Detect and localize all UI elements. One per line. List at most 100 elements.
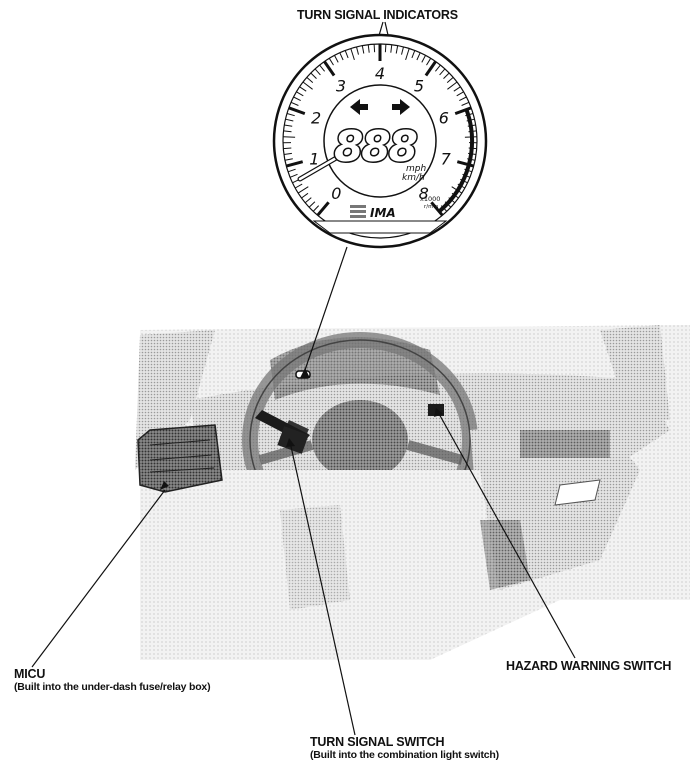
gauge-scale-number: 6 xyxy=(439,109,449,128)
arrowhead xyxy=(160,481,169,490)
gauge-tick xyxy=(447,81,458,90)
unit-mph: mph xyxy=(406,164,426,174)
turn-signal-indicators-title: TURN SIGNAL INDICATORS xyxy=(297,8,458,22)
arrowhead xyxy=(434,408,443,417)
gauge-tick xyxy=(454,106,472,116)
gauge-tick xyxy=(390,44,393,53)
gauge-tick xyxy=(421,55,426,63)
left-arrow-icon xyxy=(350,99,368,115)
gauge-tick xyxy=(285,118,294,122)
micu-label: MICU (Built into the under-dash fuse/rel… xyxy=(14,667,211,694)
dashboard-illustration xyxy=(135,325,690,660)
gauge-tick xyxy=(344,50,349,59)
tachometer-gauge: 01 23 4 56 78 888 mph km/h x1000 r/min IMA xyxy=(272,33,488,249)
gauge-scale-number: 2 xyxy=(311,109,321,128)
gauge-tick xyxy=(294,183,303,189)
gauge-tick xyxy=(290,101,299,106)
gauge-tick xyxy=(435,64,441,72)
gauge-scale-number: 1 xyxy=(309,150,319,169)
gauge-tick xyxy=(301,192,309,199)
turn-signal-switch-title: TURN SIGNAL SWITCH xyxy=(310,735,445,749)
gauge-scale-numbers: 01 23 4 56 78 xyxy=(309,64,451,203)
turn-signal-indicators-label: TURN SIGNAL INDICATORS xyxy=(297,8,458,22)
gauge-tick xyxy=(293,96,301,102)
gauge-tick xyxy=(283,136,296,138)
hazard-warning-switch-label: HAZARD WARNING SWITCH xyxy=(506,659,671,673)
gauge-tick xyxy=(323,60,336,77)
gauge-tick xyxy=(334,55,339,63)
gauge-scale-number: 3 xyxy=(336,76,346,95)
unit-kmh: km/h xyxy=(402,173,425,183)
gauge-tick xyxy=(283,147,292,150)
gauge-tick xyxy=(356,46,359,55)
gauge-tick xyxy=(283,152,292,155)
micu-title: MICU xyxy=(14,667,46,681)
gauge-tick xyxy=(350,48,355,61)
gauge-tick xyxy=(373,44,376,53)
gauge-tick xyxy=(289,173,298,178)
gauge-tick xyxy=(411,50,416,59)
gauge-tick xyxy=(459,96,467,102)
gauge-scale-number: 8 xyxy=(419,184,429,203)
digital-display: 888 xyxy=(334,122,416,171)
gauge-tick xyxy=(308,201,316,208)
gauge-redline-band xyxy=(437,108,474,214)
turn-signal-switch-label: TURN SIGNAL SWITCH (Built into the combi… xyxy=(310,735,499,762)
gauge-tick xyxy=(284,124,293,127)
gauge-tick xyxy=(426,58,432,66)
gauge-tick xyxy=(361,45,365,54)
gauge-tick xyxy=(424,60,437,77)
gauge-tick xyxy=(314,68,321,76)
gauge-tick xyxy=(453,86,461,92)
gauge-tick xyxy=(310,72,317,79)
gauge-tick xyxy=(339,52,344,61)
gauge-tick xyxy=(296,91,304,97)
micu-fuse-relay-box xyxy=(137,424,223,493)
gauge-tick xyxy=(286,113,295,117)
gauge-tick xyxy=(456,91,464,97)
gauge-tick xyxy=(461,101,470,106)
gauge-tick xyxy=(306,77,314,83)
gauge-scale-number: 0 xyxy=(331,184,341,203)
gauge-tick xyxy=(439,68,446,76)
gauge-scale-number: 4 xyxy=(375,64,385,83)
hazard-warning-switch-title: HAZARD WARNING SWITCH xyxy=(506,659,672,673)
gauge-tick xyxy=(319,64,325,72)
gauge-scale-number: 5 xyxy=(414,76,424,95)
gauge-tick xyxy=(456,160,475,168)
gauge-tick xyxy=(416,52,421,61)
gauge-tick xyxy=(401,46,404,55)
gauge-tick xyxy=(283,130,292,133)
gauge-ticks xyxy=(282,44,478,217)
micu-note: (Built into the under-dash fuse/relay bo… xyxy=(14,681,211,693)
gauge-tick xyxy=(312,205,320,212)
turn-signal-switch-lever xyxy=(255,410,310,454)
gauge-tick xyxy=(446,77,454,83)
gauge-tick xyxy=(430,201,444,217)
ima-brand-text: IMA xyxy=(370,206,396,220)
gauge-tick xyxy=(395,45,399,54)
gauge-tick xyxy=(288,106,306,116)
gauge-scale-number: 7 xyxy=(441,150,452,169)
gauge-tick xyxy=(297,186,309,194)
arrowhead xyxy=(300,368,310,378)
gauge-tick xyxy=(304,197,312,204)
gauge-tick xyxy=(302,81,313,90)
gauge-tick xyxy=(443,72,450,79)
ima-logo: IMA xyxy=(350,205,396,220)
gauge-tick xyxy=(287,168,296,173)
arrowhead xyxy=(286,438,295,447)
gauge-tick xyxy=(405,48,410,61)
multiplier-label: x1000 xyxy=(420,195,440,203)
gauge-tick xyxy=(299,86,307,92)
rpm-unit-label: r/min xyxy=(424,204,439,210)
turn-signal-switch-note: (Built into the combination light switch… xyxy=(310,749,499,761)
gauge-tick xyxy=(285,160,304,168)
gauge-tick xyxy=(384,44,387,53)
gauge-tick xyxy=(284,158,293,161)
right-arrow-icon xyxy=(392,99,410,115)
gauge-tick xyxy=(367,44,370,53)
gauge-tick xyxy=(328,58,334,66)
gauge-tick xyxy=(316,201,330,217)
